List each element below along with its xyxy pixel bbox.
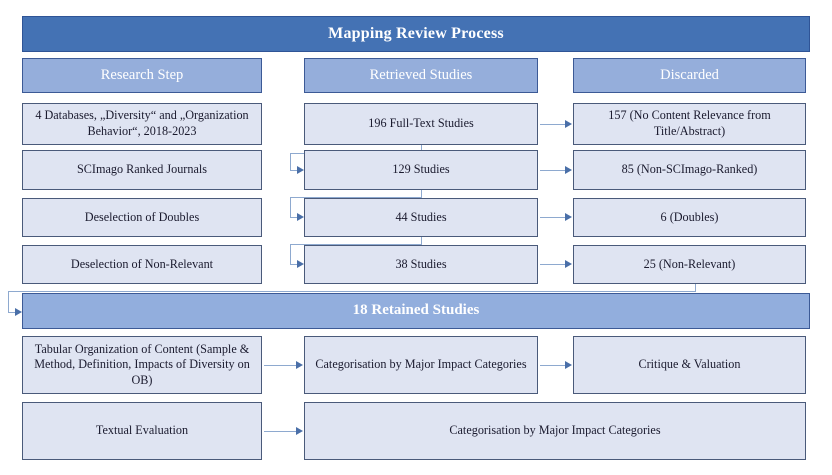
connector-categorisation-to-critique	[540, 365, 565, 366]
connector-r1-r2-entry	[290, 170, 298, 171]
connector-tabular-to-categorisation	[264, 365, 296, 366]
connector-r3-r4-entry	[290, 264, 298, 265]
step-box-4: Deselection of Non-Relevant	[22, 245, 262, 284]
column-header-discarded: Discarded	[573, 58, 806, 93]
column-header-research-step: Research Step	[22, 58, 262, 93]
connector-r3-r4-stub	[421, 237, 422, 244]
retrieved-box-2: 129 Studies	[304, 150, 538, 190]
arrowhead-retrieved1-to-discarded1	[565, 120, 572, 128]
arrowhead-r2-r3	[297, 213, 304, 221]
retrieved-box-1: 196 Full-Text Studies	[304, 103, 538, 145]
step-box-3: Deselection of Doubles	[22, 198, 262, 237]
arrowhead-categorisation-to-critique	[565, 361, 572, 369]
connector-r1-r2-stub	[421, 145, 422, 153]
connector-r3-r4-horizontal	[290, 244, 422, 245]
retrieved-box-4: 38 Studies	[304, 245, 538, 284]
arrowhead-retained	[15, 308, 22, 316]
connector-r2-r3-vertical	[290, 197, 291, 217]
connector-textual-to-categorisation-wide	[264, 431, 296, 432]
analysis-box-categorisation-wide: Categorisation by Major Impact Categorie…	[304, 402, 806, 460]
step-box-1: 4 Databases, „Diversity“ and „Organizati…	[22, 103, 262, 145]
retained-studies-bar: 18 Retained Studies	[22, 293, 810, 329]
connector-retained-entry	[8, 312, 16, 313]
arrowhead-retrieved4-to-discarded4	[565, 260, 572, 268]
column-header-retrieved-studies: Retrieved Studies	[304, 58, 538, 93]
analysis-box-textual-evaluation: Textual Evaluation	[22, 402, 262, 460]
arrowhead-r1-r2	[297, 166, 304, 174]
analysis-box-categorisation: Categorisation by Major Impact Categorie…	[304, 336, 538, 394]
connector-retrieved3-to-discarded3	[540, 217, 565, 218]
arrowhead-r3-r4	[297, 260, 304, 268]
discarded-box-1: 157 (No Content Relevance from Title/Abs…	[573, 103, 806, 145]
connector-r1-r2-vertical	[290, 153, 291, 170]
discarded-box-4: 25 (Non-Relevant)	[573, 245, 806, 284]
connector-r2-r3-entry	[290, 217, 298, 218]
connector-retained-vertical	[8, 291, 9, 312]
connector-retained-horizontal	[8, 291, 696, 292]
step-box-2: SCImago Ranked Journals	[22, 150, 262, 190]
connector-r2-r3-horizontal	[290, 197, 422, 198]
arrowhead-textual-to-categorisation-wide	[296, 427, 303, 435]
retrieved-box-3: 44 Studies	[304, 198, 538, 237]
connector-r2-r3-stub	[421, 190, 422, 197]
diagram-title: Mapping Review Process	[22, 16, 810, 52]
arrowhead-tabular-to-categorisation	[296, 361, 303, 369]
connector-retrieved4-to-discarded4	[540, 264, 565, 265]
connector-r3-r4-vertical	[290, 244, 291, 264]
arrowhead-retrieved3-to-discarded3	[565, 213, 572, 221]
connector-retrieved1-to-discarded1	[540, 124, 565, 125]
discarded-box-3: 6 (Doubles)	[573, 198, 806, 237]
arrowhead-retrieved2-to-discarded2	[565, 166, 572, 174]
analysis-box-critique-valuation: Critique & Valuation	[573, 336, 806, 394]
analysis-box-tabular-organization: Tabular Organization of Content (Sample …	[22, 336, 262, 394]
connector-retrieved2-to-discarded2	[540, 170, 565, 171]
connector-retained-stub	[695, 284, 696, 291]
discarded-box-2: 85 (Non-SCImago-Ranked)	[573, 150, 806, 190]
